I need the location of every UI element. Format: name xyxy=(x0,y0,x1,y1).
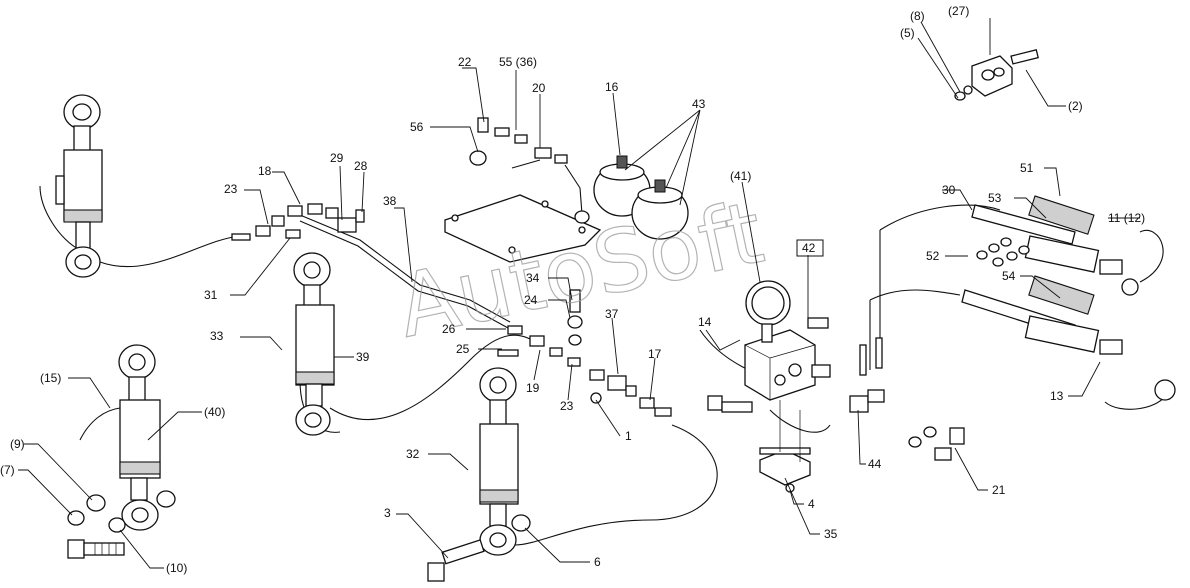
cylinder-40 xyxy=(79,344,161,531)
label-5: (5) xyxy=(900,26,915,40)
clamp-27 xyxy=(954,49,1039,101)
leader-lines xyxy=(18,18,1140,569)
valve-block xyxy=(744,317,831,401)
label-34: 34 xyxy=(526,271,540,285)
accumulator-43 xyxy=(631,179,689,240)
label-8: (8) xyxy=(910,9,925,23)
label-41: (41) xyxy=(730,169,751,183)
label-6: 6 xyxy=(594,555,601,569)
label-44: 44 xyxy=(868,457,882,471)
label-42-box xyxy=(796,239,824,257)
label-13: 13 xyxy=(1050,389,1064,403)
fittings-14-44 xyxy=(707,337,885,413)
mounting-plate xyxy=(444,194,602,263)
label-16: 16 xyxy=(605,80,619,94)
label-17: 17 xyxy=(648,347,662,361)
fittings-21 xyxy=(908,426,965,461)
bracket-35 xyxy=(759,400,811,493)
label-15: (15) xyxy=(40,371,61,385)
label-35: 35 xyxy=(824,527,838,541)
label-55: 55 (36) xyxy=(499,55,537,69)
bolt-3 xyxy=(427,539,485,582)
pressure-gauge-41 xyxy=(745,280,791,343)
label-40: (40) xyxy=(204,405,225,419)
label-30: 30 xyxy=(942,183,956,197)
label-14: 14 xyxy=(698,315,712,329)
label-27: (27) xyxy=(948,4,969,18)
upper-left-fittings xyxy=(231,203,365,241)
label-52: 52 xyxy=(926,249,940,263)
label-25: 25 xyxy=(456,342,470,356)
label-38: 38 xyxy=(383,194,397,208)
label-42: 42 xyxy=(802,241,816,255)
label-23-center: 23 xyxy=(560,399,574,413)
label-39: 39 xyxy=(356,350,370,364)
label-11-12: 11 (12) xyxy=(1108,211,1145,225)
label-18: 18 xyxy=(258,164,272,178)
label-4: 4 xyxy=(808,497,815,511)
label-51: 51 xyxy=(1020,161,1034,175)
label-22: 22 xyxy=(458,55,472,69)
label-43: 43 xyxy=(692,97,706,111)
label-54: 54 xyxy=(1002,269,1016,283)
label-10: (10) xyxy=(166,561,187,575)
label-19: 19 xyxy=(526,381,540,395)
fittings-52 xyxy=(976,237,1030,267)
label-26: 26 xyxy=(442,322,456,336)
cylinder-39 xyxy=(293,252,335,436)
label-53: 53 xyxy=(988,191,1002,205)
label-20: 20 xyxy=(532,81,546,95)
center-fittings xyxy=(497,289,672,417)
label-32: 32 xyxy=(406,447,420,461)
label-24: 24 xyxy=(524,293,538,307)
part-labels: 22 55 (36) 20 16 43 56 (41) 42 (8) (27) … xyxy=(0,4,1145,575)
label-37: 37 xyxy=(605,307,619,321)
label-23-top: 23 xyxy=(224,182,238,196)
label-29: 29 xyxy=(330,151,344,165)
label-7: (7) xyxy=(0,463,15,477)
label-3: 3 xyxy=(384,506,391,520)
cylinder-top-left xyxy=(55,94,103,278)
label-9: (9) xyxy=(10,437,25,451)
bolt-10 xyxy=(67,517,126,559)
label-28: 28 xyxy=(354,159,368,173)
label-21: 21 xyxy=(992,483,1006,497)
label-1: 1 xyxy=(625,429,632,443)
label-2: (2) xyxy=(1068,99,1083,113)
label-31: 31 xyxy=(204,288,218,302)
cylinder-bottom-center xyxy=(479,367,531,556)
label-56: 56 xyxy=(410,120,424,134)
label-33: 33 xyxy=(210,329,224,343)
hose-assemblies xyxy=(961,195,1176,410)
